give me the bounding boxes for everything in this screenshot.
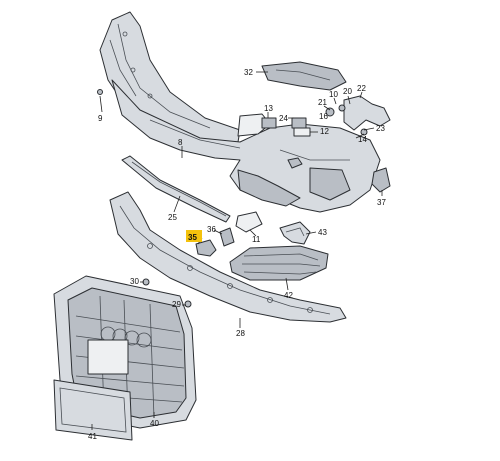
clips-group bbox=[261, 104, 368, 137]
callout-35-highlight bbox=[186, 230, 202, 242]
callout-32: 32 bbox=[244, 68, 253, 77]
callout-35: 35 bbox=[188, 233, 197, 242]
callout-28: 28 bbox=[236, 329, 245, 338]
callout-23: 23 bbox=[376, 124, 385, 133]
callout-22: 22 bbox=[357, 84, 366, 93]
bumper-rail bbox=[121, 155, 231, 223]
callout-41: 41 bbox=[88, 432, 97, 441]
callout-29: 29 bbox=[172, 300, 181, 309]
fog-grille-part bbox=[229, 245, 329, 281]
callout-13: 13 bbox=[264, 104, 273, 113]
mount-bracket-part bbox=[343, 95, 391, 131]
callout-11: 11 bbox=[252, 235, 261, 244]
callout-40: 40 bbox=[150, 419, 159, 428]
bracket-35-part bbox=[195, 239, 217, 257]
callout-20: 20 bbox=[343, 87, 352, 96]
callout-10: 10 bbox=[329, 90, 338, 99]
callout-14: 14 bbox=[358, 135, 367, 144]
license-plate-holder-part bbox=[53, 379, 133, 441]
callout-36: 36 bbox=[207, 225, 216, 234]
callout-12: 12 bbox=[320, 127, 329, 136]
bumper-carrier bbox=[109, 191, 347, 323]
callout-25: 25 bbox=[168, 213, 177, 222]
small-cover-part bbox=[219, 227, 235, 247]
tow-cap-part bbox=[235, 211, 263, 233]
callout-30: 30 bbox=[130, 277, 139, 286]
air-duct-part bbox=[279, 221, 311, 245]
side-bracket-part bbox=[371, 167, 391, 193]
callout-labels: 32 9 22 10 20 13 24 21 16 12 23 14 8 37 … bbox=[88, 68, 386, 441]
bracket-part bbox=[261, 61, 347, 91]
callout-24: 24 bbox=[279, 114, 288, 123]
callout-16: 16 bbox=[319, 112, 328, 121]
callout-21: 21 bbox=[318, 98, 327, 107]
callout-37: 37 bbox=[377, 198, 386, 207]
callout-8: 8 bbox=[178, 138, 183, 147]
callout-43: 43 bbox=[318, 228, 327, 237]
callout-9: 9 bbox=[98, 114, 103, 123]
bumper-upper-part bbox=[99, 11, 241, 143]
callout-42: 42 bbox=[284, 291, 293, 300]
